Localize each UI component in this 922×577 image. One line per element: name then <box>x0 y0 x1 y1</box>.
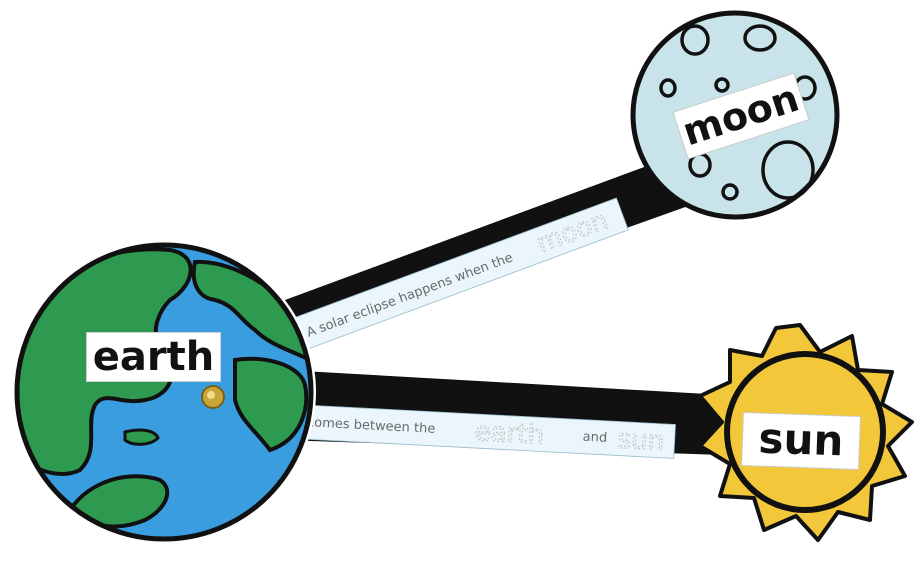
sun-trace-word: sun <box>617 424 665 456</box>
sun-label: sun <box>742 413 860 469</box>
sun-strip-text-2: and <box>582 430 607 446</box>
earth-trace-word: earth <box>474 417 545 451</box>
moon-arm-strip: A solar eclipse happens when the moon <box>293 198 628 350</box>
earth-label: earth <box>87 333 220 381</box>
brad-fastener-icon <box>202 386 224 408</box>
earth-globe <box>10 240 316 544</box>
